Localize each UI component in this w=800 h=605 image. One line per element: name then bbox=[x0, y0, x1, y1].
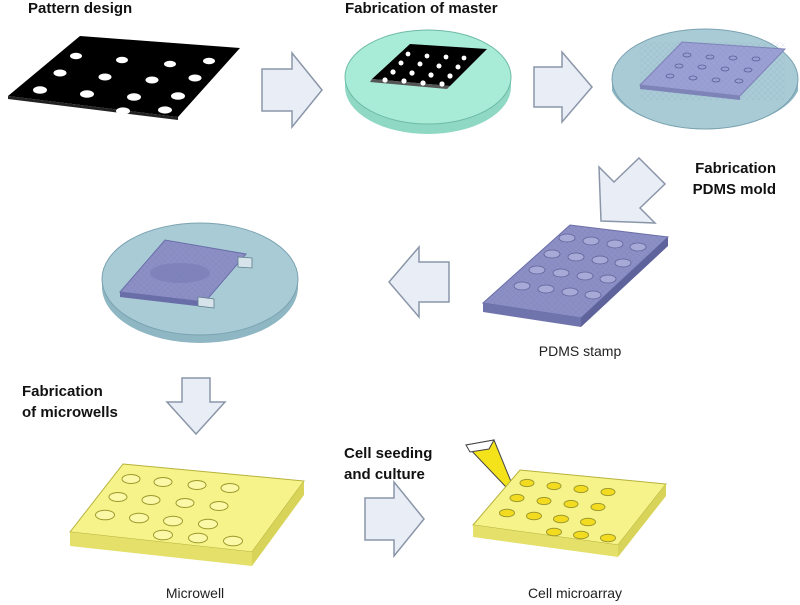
photomask-pattern bbox=[8, 36, 240, 120]
label-cell-seeding-1: Cell seeding bbox=[344, 445, 433, 462]
stamp-on-substrate bbox=[101, 222, 299, 343]
label-fabrication-microwells-1: Fabrication bbox=[22, 383, 103, 400]
arrow-diagonal-down-left bbox=[598, 156, 667, 224]
label-cell-microarray: Cell microarray bbox=[527, 585, 623, 601]
label-fabrication-microwells-2: of microwells bbox=[22, 404, 118, 421]
pipette-tip bbox=[464, 439, 513, 488]
label-fabrication-pdms-2: PDMS mold bbox=[692, 181, 776, 198]
master-with-pdms bbox=[611, 28, 799, 130]
arrow-down bbox=[165, 377, 227, 436]
arrow-right-3 bbox=[364, 479, 425, 559]
arrow-right-1 bbox=[261, 50, 323, 130]
label-pdms-stamp: PDMS stamp bbox=[538, 343, 622, 359]
pdms-stamp bbox=[481, 224, 670, 327]
label-pattern-design: Pattern design bbox=[28, 0, 133, 17]
label-cell-seeding-2: and culture bbox=[344, 466, 425, 483]
master-wafer bbox=[344, 29, 512, 134]
label-fabrication-master: Fabrication of master bbox=[345, 0, 498, 17]
cell-microarray bbox=[472, 469, 667, 557]
arrow-left bbox=[388, 244, 450, 320]
label-microwell: Microwell bbox=[165, 585, 225, 601]
label-fabrication-pdms-1: Fabrication bbox=[695, 160, 776, 177]
microwell-array bbox=[69, 463, 305, 566]
arrow-right-2 bbox=[533, 49, 593, 125]
